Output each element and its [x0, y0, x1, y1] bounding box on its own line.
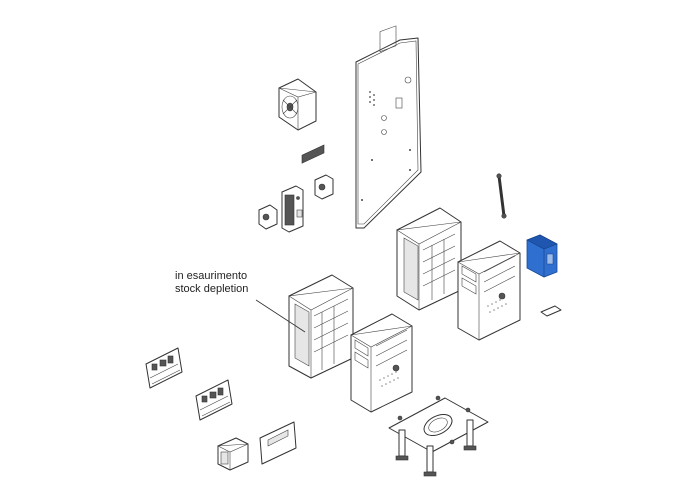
callout-line-english: stock depletion [175, 283, 249, 295]
circuit-board-2[interactable] [195, 379, 233, 421]
stock-depletion-callout: in esaurimento stock depletion [175, 270, 248, 296]
cover-center[interactable] [350, 313, 413, 413]
module-right[interactable] [314, 174, 334, 200]
circuit-board-1[interactable] [145, 347, 183, 389]
module-left[interactable] [258, 204, 278, 230]
cover-right[interactable] [457, 240, 521, 341]
callout-leader [255, 299, 306, 333]
module-center-bar[interactable] [281, 185, 304, 233]
base-frame[interactable] [388, 395, 489, 477]
highlighted-component[interactable] [526, 234, 558, 278]
fan-unit[interactable] [278, 78, 317, 131]
callout-line-italian: in esaurimento [175, 270, 248, 282]
open-enclosure-upper[interactable] [396, 207, 462, 311]
slot-panel[interactable] [259, 421, 297, 465]
mounting-plate[interactable] [355, 0, 422, 229]
small-plate[interactable] [540, 305, 562, 317]
transformer[interactable] [216, 437, 249, 471]
connecting-rod[interactable] [496, 173, 507, 219]
